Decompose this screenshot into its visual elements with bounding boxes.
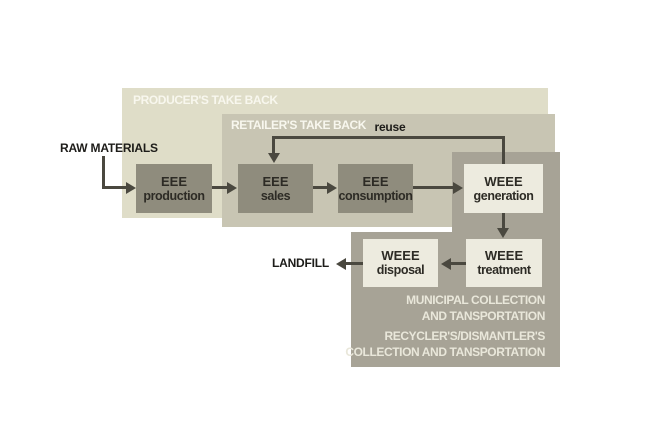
node-label: sales [260,188,291,203]
recycler-collection-label-line2: COLLECTION AND TANSPORTATION [345,344,545,359]
node-label: EEE [160,173,187,189]
sales-to-consumption-arrowhead-icon [327,182,337,194]
node-label: generation [473,188,534,203]
node-label: EEE [262,173,289,189]
consumption-to-generation-arrow [413,186,454,189]
disposal-to-landfill-arrow [346,262,363,265]
node-label: EEE [362,173,389,189]
node-label: production [143,188,205,203]
disposal-to-landfill-arrowhead-icon [336,258,346,270]
retailer-take-back-label: RETAILER'S TAKE BACK [231,118,367,132]
node-eee-production: EEE production [136,164,212,213]
recycler-collection-label-line1: RECYCLER'S/DISMANTLER'S [384,329,545,343]
landfill-label: LANDFILL [272,256,330,270]
raw-materials-label: RAW MATERIALS [60,141,158,155]
treatment-to-disposal-arrowhead-icon [441,258,451,270]
municipal-collection-label-line2: AND TANSPORTATION [421,308,546,323]
node-weee-disposal: WEEE disposal [363,239,438,287]
municipal-collection-label-line1: MUNICIPAL COLLECTION [406,293,545,307]
production-to-sales-arrow [212,186,228,189]
node-label: WEEE [381,248,420,263]
municipal-collection-label: MUNICIPAL COLLECTION AND TANSPORTATION [335,293,545,324]
production-to-sales-arrowhead-icon [227,182,237,194]
node-eee-consumption: EEE consumption [338,164,413,213]
raw-materials-arrowhead-icon [126,182,136,194]
node-label: treatment [477,263,531,277]
node-label: disposal [376,263,425,277]
sales-to-consumption-arrow [313,186,328,189]
node-label: WEEE [484,248,524,263]
reuse-arrow-left-vertical [272,136,275,153]
reuse-arrowhead-icon [268,153,280,163]
node-eee-sales: EEE sales [238,164,313,213]
reuse-label: reuse [374,120,406,134]
raw-materials-arrow-vertical [102,156,105,189]
reuse-arrow-horizontal [272,136,505,139]
reuse-arrow-right-vertical [502,136,505,164]
treatment-to-disposal-arrow [451,262,466,265]
generation-to-treatment-arrow [502,213,505,229]
generation-to-treatment-arrowhead-icon [497,228,509,238]
node-weee-generation: WEEE generation [464,164,543,213]
consumption-to-generation-arrowhead-icon [453,182,463,194]
node-label: consumption [338,188,413,203]
producer-take-back-label: PRODUCER'S TAKE BACK [133,93,278,107]
node-label: WEEE [484,173,523,189]
raw-materials-arrow-horizontal [102,186,126,189]
recycler-collection-label: RECYCLER'S/DISMANTLER'S COLLECTION AND T… [335,329,545,360]
node-weee-treatment: WEEE treatment [466,239,542,287]
